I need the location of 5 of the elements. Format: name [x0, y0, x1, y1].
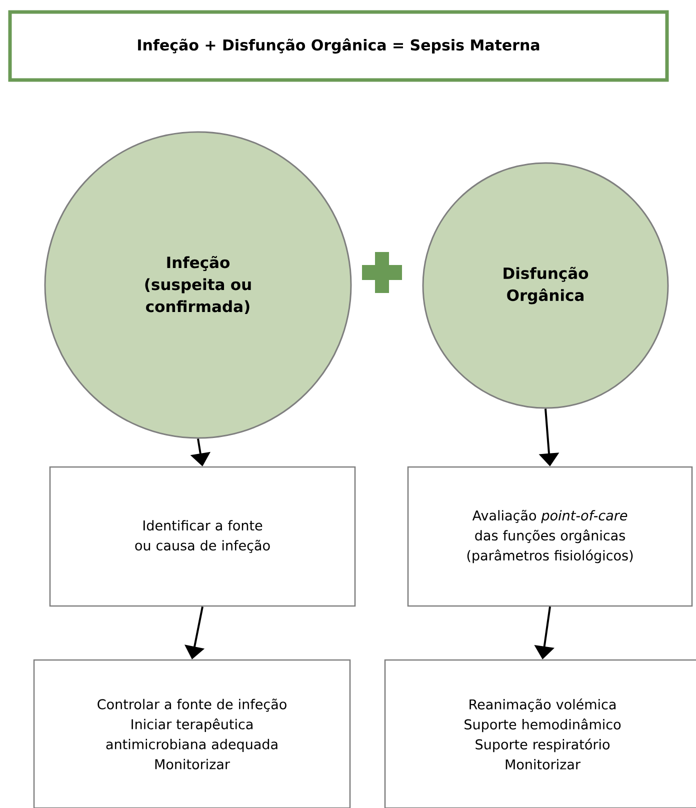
- process-box: Avaliação point-of-care das funções orgânicas (parâmetros fisiológicos): [407, 466, 693, 607]
- title-box: Infeção + Disfunção Orgânica = Sepsis Materna: [8, 10, 669, 82]
- process-box: Controlar a fonte de infeção Iniciar terapêutica antimicrobiana adequada Monitorizar: [33, 659, 351, 808]
- process-box: Reanimação volémica Suporte hemodinâmico Suporte respiratório Monitorizar: [384, 659, 696, 808]
- process-box: Identificar a fonte ou causa de infeção: [49, 466, 356, 607]
